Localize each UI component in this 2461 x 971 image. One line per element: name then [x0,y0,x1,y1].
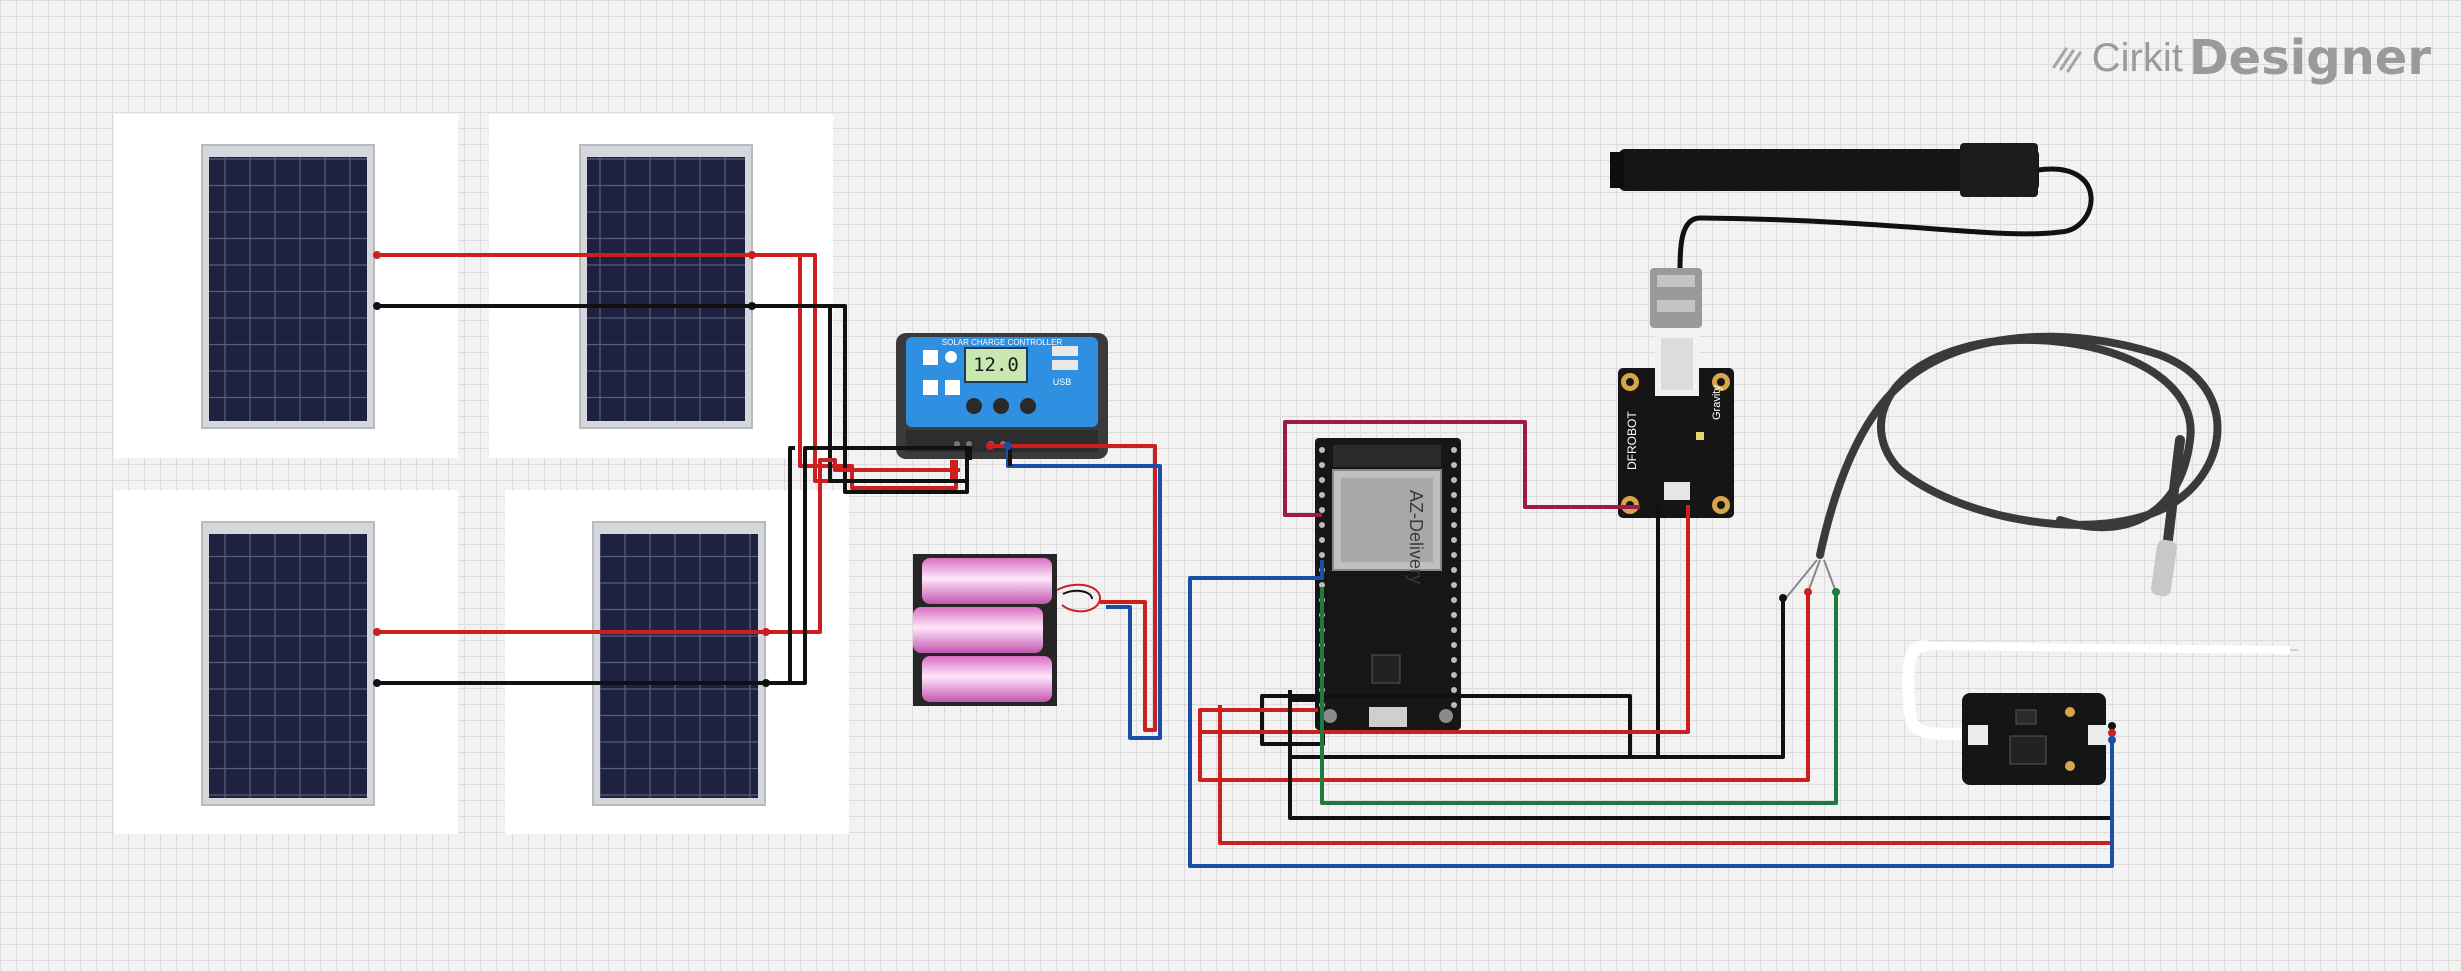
usb-label: USB [1053,377,1072,387]
esp32-board[interactable]: AZ-Delivery [1315,438,1461,730]
usb-port [1369,707,1407,727]
lcd-reading: 12.0 [973,354,1019,376]
solar-panel-2[interactable] [489,114,833,458]
cirkit-designer-logo: Cirkit Designer [2052,30,2431,86]
battery-pack[interactable] [913,554,1102,706]
load-icon [945,380,960,395]
ph-sensor-board[interactable]: DFROBOT Gravity [1618,328,1734,518]
lcd-display [964,347,1028,383]
panel-icon [923,350,938,365]
tds-sensor-module[interactable] [1902,640,2298,785]
button-mid[interactable] [993,398,1009,414]
ph-board-brand2: Gravity [1711,385,1723,420]
wire-junctions [373,251,2116,744]
controller-label: SOLAR CHARGE CONTROLLER [942,338,1063,347]
cirkit-logo-icon [2052,47,2082,73]
gear-icon [945,351,957,363]
solar-panel-3[interactable] [114,490,458,834]
brand-name-part2: Designer [2188,30,2431,86]
usb-port-1 [1052,346,1078,356]
solar-charge-controller[interactable]: SOLAR CHARGE CONTROLLER 12.0 USB [896,333,1108,459]
esp32-brand: AZ-Delivery [1406,490,1426,584]
ph-board-brand: DFROBOT [1625,411,1639,470]
brand-name-part1: Cirkit [2091,35,2183,80]
ph-probe[interactable] [1610,143,2094,328]
usb-port-2 [1052,360,1078,370]
solar-panel-4[interactable] [505,490,849,834]
button-right[interactable] [1020,398,1036,414]
wiring [377,253,2114,868]
en-button[interactable] [1439,709,1453,723]
battery-icon [923,380,938,395]
temperature-probe[interactable] [1785,332,2222,599]
boot-button[interactable] [1323,709,1337,723]
button-left[interactable] [966,398,982,414]
solar-panel-1[interactable] [114,114,458,458]
